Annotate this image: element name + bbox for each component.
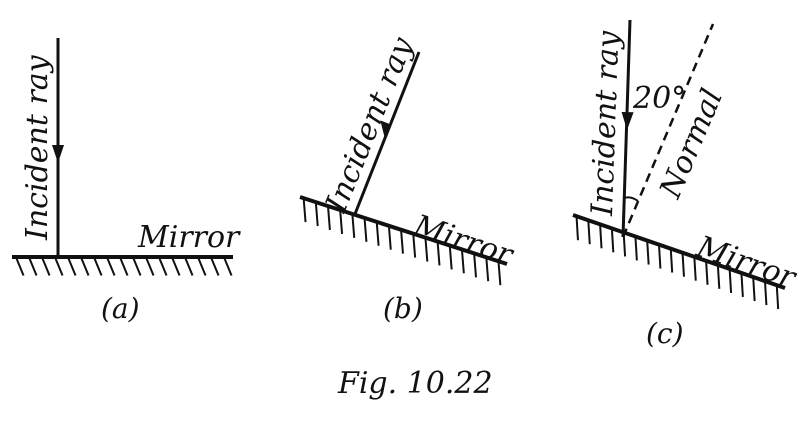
hatch-mark xyxy=(587,220,591,245)
hatch-mark xyxy=(53,256,64,276)
caption-c: (c) xyxy=(646,317,684,350)
hatch-mark xyxy=(728,268,733,293)
hatch-mark xyxy=(575,216,579,241)
panel-b: Incident ray Mirror (b) xyxy=(299,32,518,325)
caption-b: (b) xyxy=(383,292,423,325)
hatch-mark xyxy=(131,256,142,276)
mirror-label-c: Mirror xyxy=(691,229,799,296)
mirror-b xyxy=(299,195,508,266)
angle-label-c: 20° xyxy=(632,81,686,116)
hatch-mark xyxy=(27,256,38,276)
hatch-mark xyxy=(196,256,207,276)
hatch-mark xyxy=(222,256,233,276)
hatch-mark xyxy=(400,229,404,254)
arrowhead-c xyxy=(621,112,634,130)
incident-label-a: Incident ray xyxy=(20,54,55,241)
hatch-mark xyxy=(144,256,155,276)
hatch-mark xyxy=(752,276,756,302)
panel-a: Incident ray Mirror (a) xyxy=(12,38,241,325)
hatch-mark xyxy=(412,233,417,258)
hatch-mark xyxy=(209,256,220,276)
hatch-mark xyxy=(693,256,697,281)
hatch-mark xyxy=(66,256,77,276)
hatch-mark xyxy=(740,272,744,298)
hatch-mark xyxy=(170,256,181,276)
hatch-mark xyxy=(363,217,368,242)
hatch-mark xyxy=(716,264,721,289)
hatch-mark xyxy=(351,213,356,238)
hatch-mark xyxy=(473,253,478,278)
hatch-mark xyxy=(40,256,51,276)
hatch-mark xyxy=(497,261,502,286)
hatch-mark xyxy=(387,225,392,250)
hatch-mark xyxy=(339,209,344,235)
hatch-mark xyxy=(105,256,116,276)
caption-a: (a) xyxy=(101,292,140,325)
hatch-mark xyxy=(118,256,129,276)
hatch-mark xyxy=(681,252,685,277)
hatch-mark xyxy=(302,198,307,223)
hatch-mark xyxy=(657,244,662,269)
hatch-mark xyxy=(183,256,194,276)
arrowhead-a xyxy=(52,145,64,163)
hatch-mark xyxy=(610,228,615,253)
hatch-mark xyxy=(646,240,650,265)
hatch-mark xyxy=(599,224,603,249)
hatch-mark xyxy=(436,241,441,266)
hatch-mark xyxy=(634,236,638,261)
hatch-mark xyxy=(705,260,709,285)
incident-label-b: Incident ray xyxy=(319,32,421,218)
hatch-mark xyxy=(375,221,380,246)
arrowhead-b xyxy=(380,120,392,139)
normal-line-c xyxy=(621,23,715,238)
mirror-label-a: Mirror xyxy=(137,220,241,255)
incident-ray-c xyxy=(621,19,632,238)
hatch-mark xyxy=(763,281,768,306)
hatch-mark xyxy=(92,256,103,276)
hatch-mark xyxy=(485,257,490,282)
figure-caption: Fig. 10.22 xyxy=(337,366,493,401)
hatch-mark xyxy=(14,256,25,276)
hatch-mark xyxy=(460,249,465,274)
panel-c: Incident ray 20° Normal Mirror (c) xyxy=(572,19,799,350)
hatch-mark xyxy=(669,248,674,273)
hatch-mark xyxy=(327,205,331,231)
mirror-hatching-c xyxy=(575,216,780,310)
mirror-hatching-b xyxy=(302,198,502,286)
mirror-c xyxy=(572,213,786,290)
hatch-mark xyxy=(775,285,780,310)
angle-arc-c xyxy=(623,196,639,202)
hatch-mark xyxy=(448,245,453,270)
hatch-mark xyxy=(314,202,319,227)
mirror-hatching-a xyxy=(14,256,233,276)
hatch-mark xyxy=(157,256,168,276)
incident-label-c: Incident ray xyxy=(585,30,626,218)
hatch-mark xyxy=(424,237,429,262)
hatch-mark xyxy=(79,256,90,276)
